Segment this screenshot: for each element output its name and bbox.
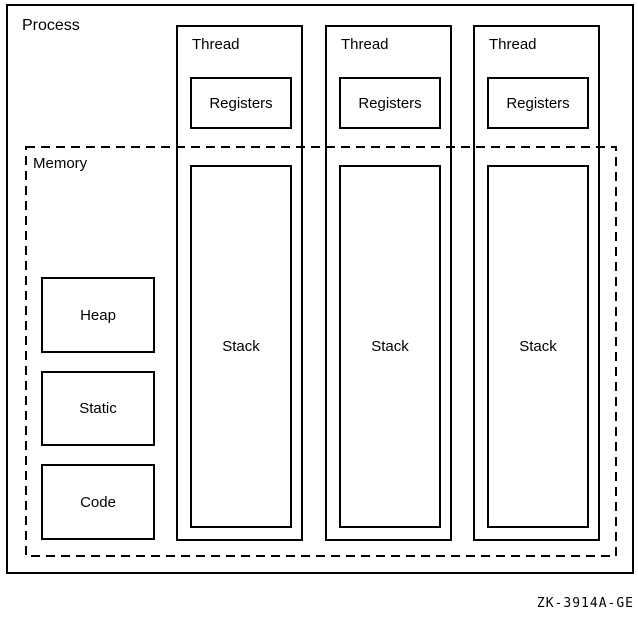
heap-label: Heap [80, 306, 116, 324]
thread-1-registers-box: Registers [190, 77, 292, 129]
thread-box-3: Thread Registers Stack [473, 25, 600, 541]
thread-2-registers-label: Registers [358, 94, 422, 112]
thread-3-stack-label: Stack [519, 338, 557, 355]
static-box: Static [41, 371, 155, 446]
thread-2-label: Thread [341, 36, 389, 53]
thread-box-1: Thread Registers Stack [176, 25, 303, 541]
thread-1-registers-label: Registers [209, 94, 273, 112]
thread-1-stack-label: Stack [222, 338, 260, 355]
thread-1-label: Thread [192, 36, 240, 53]
code-box: Code [41, 464, 155, 540]
thread-2-stack-label: Stack [371, 338, 409, 355]
heap-box: Heap [41, 277, 155, 353]
thread-3-label: Thread [489, 36, 537, 53]
thread-3-stack-box: Stack [487, 165, 589, 528]
code-label: Code [80, 493, 116, 511]
figure-tag: ZK-3914A-GE [536, 596, 634, 611]
memory-label: Memory [33, 155, 88, 172]
thread-3-registers-box: Registers [487, 77, 589, 129]
thread-2-registers-box: Registers [339, 77, 441, 129]
static-label: Static [79, 400, 117, 417]
thread-3-registers-label: Registers [506, 94, 570, 112]
process-box: Process [6, 4, 634, 574]
thread-box-2: Thread Registers Stack [325, 25, 452, 541]
memory-dashed-border [25, 146, 617, 557]
thread-1-stack-box: Stack [190, 165, 292, 528]
memory-box: Memory Heap Static Code [25, 146, 617, 557]
thread-2-stack-box: Stack [339, 165, 441, 528]
process-label: Process [22, 17, 80, 34]
